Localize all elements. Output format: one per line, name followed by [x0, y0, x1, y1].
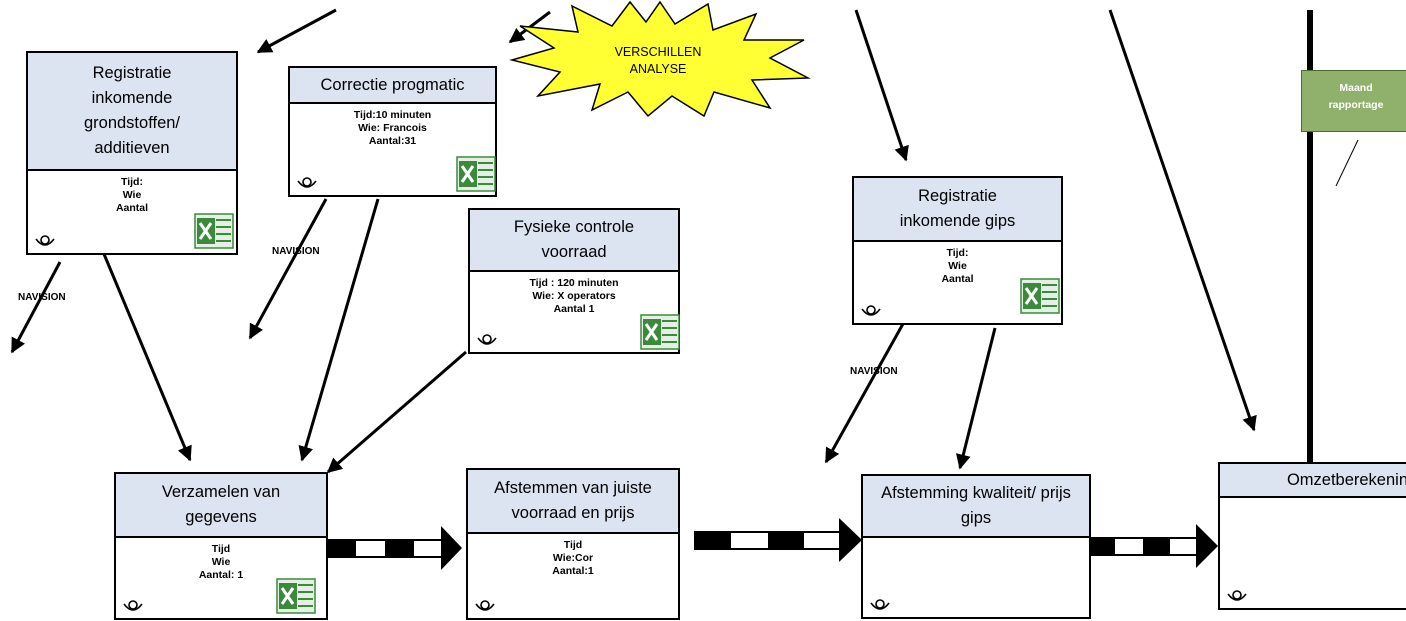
maand-rapportage-note: Maand rapportage	[1301, 70, 1406, 132]
excel-icon	[276, 578, 316, 614]
detail-tijd: Tijd:	[121, 176, 143, 188]
process-title: Registratie inkomende grondstoffen/ addi…	[28, 53, 236, 171]
flow-arrow	[955, 327, 997, 470]
detail-tijd: Tijd : 120 minuten	[529, 277, 619, 289]
process-details: Tijd: Wie Aantal	[854, 242, 1061, 286]
process-details: Tijd : 120 minuten Wie: X operators Aant…	[470, 272, 678, 316]
excel-icon	[194, 213, 234, 249]
process-details: Tijd:10 minuten Wie: Francois Aantal:31	[290, 104, 495, 148]
operator-icon	[477, 334, 497, 345]
operator-icon	[870, 599, 890, 610]
detail-wie: Wie	[948, 260, 967, 272]
process-box-afstemming-gips: Afstemming kwaliteit/ prijs gips	[861, 474, 1091, 619]
process-details: Tijd Wie Aantal: 1	[116, 538, 326, 582]
detail-tijd: Tijd:	[946, 247, 969, 259]
detail-aantal: Aantal	[941, 273, 974, 285]
operator-icon	[861, 305, 881, 316]
verschillen-analyse-burst	[509, 0, 811, 118]
operator-icon	[35, 235, 55, 246]
process-box-verzamelen: Verzamelen van gegevens Tijd Wie Aantal:…	[114, 472, 328, 620]
process-box-correctie-progmatic: Correctie progmatic Tijd:10 minuten Wie:…	[288, 66, 497, 197]
flow-arrow	[102, 253, 192, 462]
detail-tijd: Tijd	[211, 543, 231, 555]
navision-arrow	[248, 198, 328, 340]
maand-line-1: Maand	[1339, 82, 1373, 94]
detail-wie: Wie: Francois	[358, 122, 427, 134]
operator-icon	[1227, 590, 1247, 601]
burst-label: VERSCHILLEN ANALYSE	[588, 44, 728, 78]
navision-label: NAVISION	[18, 292, 66, 303]
process-title: Afstemmen van juiste voorraad en prijs	[468, 470, 678, 534]
flow-arrow	[854, 9, 909, 162]
process-box-fysieke-controle: Fysieke controle voorraad Tijd : 120 min…	[468, 208, 680, 354]
operator-icon	[123, 600, 143, 611]
process-box-registratie-grondstoffen: Registratie inkomende grondstoffen/ addi…	[26, 51, 238, 255]
navision-label: NAVISION	[272, 246, 320, 257]
detail-aantal: Aantal 1	[553, 303, 595, 315]
detail-wie: Wie	[122, 189, 142, 201]
burst-line-1: VERSCHILLEN	[614, 45, 702, 59]
push-arrow	[1087, 524, 1218, 568]
process-details: Tijd Wie:Cor Aantal:1	[468, 534, 678, 578]
process-box-afstemmen-voorraad: Afstemmen van juiste voorraad en prijs T…	[466, 468, 680, 620]
navision-arrow	[10, 261, 62, 354]
excel-icon	[640, 314, 680, 350]
detail-aantal: Aantal	[115, 202, 149, 214]
process-box-registratie-gips: Registratie inkomende gips Tijd: Wie Aan…	[852, 176, 1063, 325]
detail-aantal: Aantal:31	[368, 135, 417, 147]
navision-arrow	[824, 321, 906, 464]
detail-wie: Wie	[211, 556, 231, 568]
detail-tijd: Tijd:10 minuten	[353, 109, 432, 121]
detail-wie: Wie:Cor	[552, 552, 594, 564]
process-title: Omzetberekenin	[1220, 464, 1406, 498]
process-title: Registratie inkomende gips	[854, 178, 1061, 242]
detail-wie: Wie: X operators	[532, 290, 616, 302]
callout-line	[1335, 139, 1359, 187]
push-arrow	[326, 526, 462, 570]
detail-tijd: Tijd	[563, 539, 583, 551]
flow-arrow	[1108, 9, 1257, 432]
navision-label: NAVISION	[850, 366, 898, 377]
operator-icon	[475, 600, 495, 611]
flow-arrow	[298, 198, 380, 462]
excel-icon	[1020, 278, 1060, 314]
detail-aantal: Aantal:1	[552, 565, 594, 577]
process-title: Afstemming kwaliteit/ prijs gips	[863, 476, 1089, 538]
process-details: Tijd: Wie Aantal	[28, 171, 236, 215]
process-title: Correctie progmatic	[290, 68, 495, 104]
flow-arrow	[256, 8, 337, 54]
operator-icon	[297, 177, 317, 188]
process-box-omzetberekening: Omzetberekenin	[1218, 462, 1406, 610]
process-title: Verzamelen van gegevens	[116, 474, 326, 538]
burst-line-2: ANALYSE	[629, 62, 687, 76]
flow-arrow	[326, 350, 467, 474]
process-title: Fysieke controle voorraad	[470, 210, 678, 272]
detail-aantal: Aantal: 1	[198, 569, 244, 581]
push-arrow	[694, 518, 862, 562]
excel-icon	[456, 156, 496, 192]
maand-line-2: rapportage	[1328, 99, 1384, 111]
